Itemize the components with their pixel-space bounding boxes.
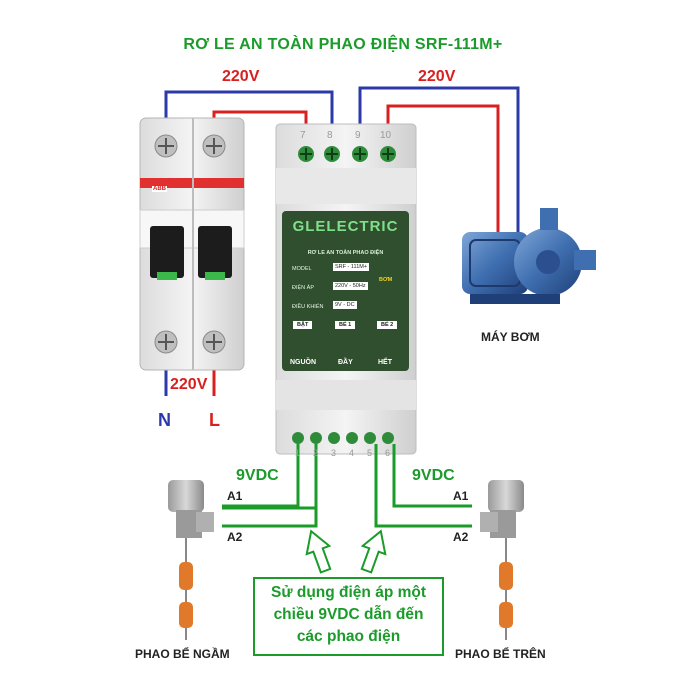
neutral-label: N (158, 410, 171, 430)
empty-led-label: HẾT (378, 359, 392, 366)
voltage-top-right: 220V (418, 68, 456, 85)
terminal-7: 7 (300, 130, 306, 141)
relay-face-title: RƠ LE AN TOÀN PHAO ĐIỆN (307, 250, 384, 256)
float-right (480, 480, 524, 640)
voltage-value: 220V - 50Hz (333, 282, 368, 290)
terminal-4: 4 (349, 448, 355, 458)
terminal-8: 8 (327, 130, 333, 141)
control-value: 9V - DC (333, 301, 357, 309)
float-left (168, 480, 214, 640)
control-key: ĐIỀU KHIỂN (292, 304, 324, 310)
model-value: SRF - 111M+ (333, 263, 370, 271)
wire-red-top-right (386, 104, 500, 236)
power-led-label: NGUỒN (290, 359, 317, 366)
top-terminals (298, 146, 396, 162)
button-on[interactable]: BẬT (293, 321, 313, 329)
terminal-9: 9 (355, 130, 361, 141)
terminal-1: 1 (295, 448, 301, 458)
pump-label: MÁY BƠM (481, 330, 540, 344)
terminal-6: 6 (385, 448, 391, 458)
terminal-3: 3 (331, 448, 337, 458)
breaker-brand: ABB (152, 186, 167, 192)
voltage-breaker: 220V (170, 376, 208, 393)
water-pump (462, 208, 596, 304)
wire-green-right-upper (392, 444, 472, 508)
right-float-label: PHAO BỂ TRÊN (455, 647, 546, 661)
terminal-5: 5 (367, 448, 373, 458)
wire-green-left-upper (222, 444, 300, 508)
right-a1-label: A1 (453, 489, 469, 503)
wire-blue-top-right (358, 86, 520, 232)
callout-line-1: Sử dụng điện áp một (270, 584, 427, 601)
full-led-label: ĐẦY (338, 359, 353, 366)
arrow-right (360, 529, 387, 574)
wire-green-left-lower (222, 444, 318, 528)
arrow-left (305, 529, 332, 574)
right-vdc-label: 9VDC (412, 467, 455, 484)
button-tank-2[interactable]: BỂ 2 (377, 321, 398, 329)
callout-box: Sử dụng điện áp một chiều 9VDC dẫn đến c… (253, 577, 444, 656)
pump-led-label: BƠM (379, 277, 393, 283)
line-label: L (209, 410, 220, 430)
voltage-top-left: 220V (222, 68, 260, 85)
terminal-2: 2 (313, 448, 319, 458)
circuit-breaker (139, 117, 245, 371)
callout-line-2: chiều 9VDC dẫn đến (273, 606, 424, 623)
relay-brand: GLELECTRIC (292, 218, 399, 235)
left-a2-label: A2 (227, 530, 243, 544)
diagram-title: RƠ LE AN TOÀN PHAO ĐIỆN SRF-111M+ (183, 36, 503, 53)
relay-face (282, 211, 409, 371)
left-a1-label: A1 (227, 489, 243, 503)
wire-blue-top-left (164, 90, 334, 132)
left-vdc-label: 9VDC (236, 467, 279, 484)
button-tank-1[interactable]: BỂ 1 (335, 321, 356, 329)
callout-line-3: các phao điện (296, 628, 401, 645)
model-key: MODEL (292, 266, 312, 272)
bottom-terminals (292, 432, 394, 444)
terminal-10: 10 (380, 130, 392, 141)
voltage-key: ĐIỆN ÁP (292, 285, 315, 291)
wire-green-right-lower (374, 444, 472, 528)
right-a2-label: A2 (453, 530, 469, 544)
left-float-label: PHAO BỂ NGẦM (135, 647, 230, 661)
